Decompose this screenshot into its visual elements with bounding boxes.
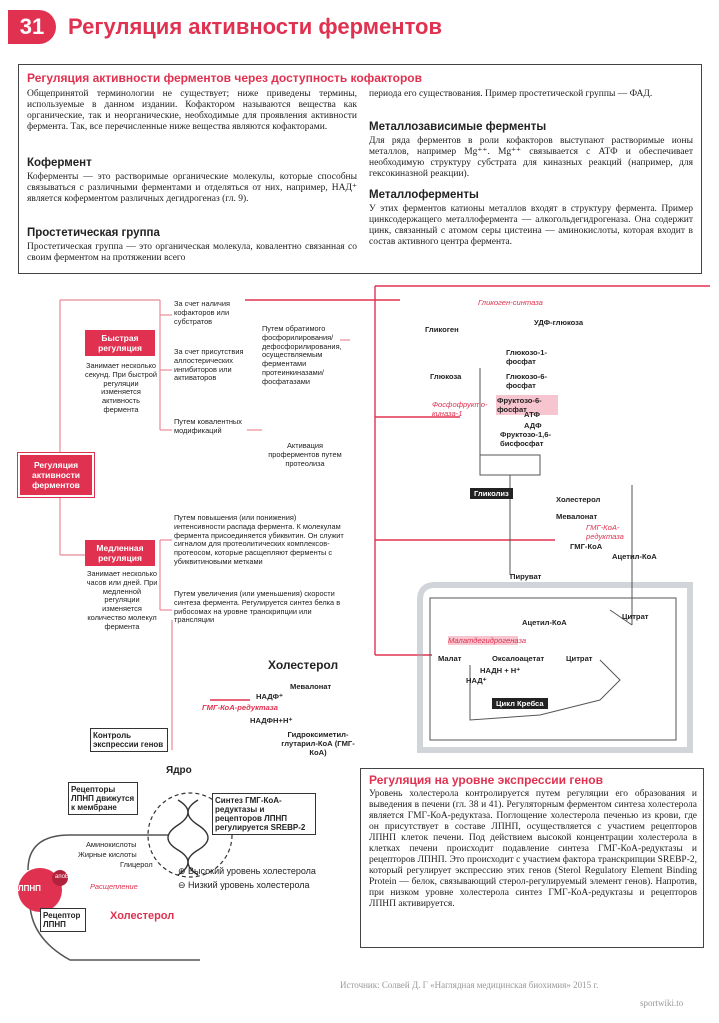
metal-dependent-heading: Металлозависимые ферменты [369, 121, 547, 133]
mdh-label: Малатдегидрогеназа [448, 636, 527, 645]
fast-branch-allosteric: За счет присутствия аллостерических инги… [174, 347, 244, 383]
citrate-label: Цитрат [566, 654, 593, 663]
nadph-label: НАДФН+Н⁺ [250, 716, 293, 725]
fast-regulation-box: Быстрая регуляция [85, 330, 155, 356]
metalloenzyme-heading: Металлоферменты [369, 189, 479, 201]
ldl-label: ЛПНП [18, 884, 41, 893]
cofactor-title: Регуляция активности ферментов через дос… [27, 71, 422, 85]
gene-expression-text: Уровень холестерола контролируется путем… [369, 789, 697, 909]
cholesterol-title: Холестерол [268, 658, 339, 672]
hmg-reductase-pathway-label: ГМГ-КоА-редуктаза [586, 523, 624, 541]
fast-branch-covalent: Путем ковалентных модификаций [174, 417, 242, 435]
fattyacids-label: Жирные кислоты [78, 850, 137, 859]
f16bp-label: Фруктозо-1,6-бисфосфат [500, 430, 552, 448]
f6p-label: Фруктозо-6-фосфат [496, 395, 558, 415]
high-cholesterol-text: Высокий уровень холестерола [188, 866, 316, 876]
citrate-label-top: Цитрат [622, 612, 649, 621]
cleavage-label: Расщепление [90, 882, 138, 891]
cholesterol-cell-label: Холестерол [110, 910, 175, 922]
chapter-number: 31 [8, 10, 56, 44]
metal-dependent-text: Для ряда ферментов в роли кофакторов выс… [369, 136, 693, 179]
ldl-receptor-box: Рецепторы ЛПНП движутся к мембране [68, 782, 138, 815]
hmg-coa-label: Гидроксиметил-глутарил-КоА (ГМГ-КоА) [281, 730, 355, 757]
nad-label: НАД⁺ [466, 676, 487, 685]
pyruvate-label: Пируват [510, 572, 542, 581]
krebs-cycle-label: Цикл Кребса [492, 698, 548, 709]
g1p-label: Глюкозо-1-фосфат [506, 348, 547, 366]
cofactor-intro: Общепринятой терминологии не существует;… [27, 89, 357, 132]
atp-label: АТФ [524, 410, 540, 419]
nucleus-label: Ядро [166, 765, 192, 776]
slow-branch-degradation: Путем повышения (или понижения) интенсив… [174, 513, 344, 566]
site-watermark: sportwiki.to [640, 998, 684, 1008]
coenzyme-heading: Кофермент [27, 157, 92, 169]
fast-branch-proteolysis: Активация проферментов путем протеолиза [268, 441, 342, 468]
gene-expression-title: Регуляция на уровне экспрессии генов [369, 773, 603, 787]
nadp-label: НАДФ⁺ [256, 692, 284, 701]
gene-expression-section: Регуляция на уровне экспрессии генов Уро… [360, 768, 704, 948]
prosthetic-text-cont: периода его существования. Пример просте… [369, 89, 653, 99]
coenzyme-text: Коферменты — это растворимые органически… [27, 172, 357, 204]
slow-branch-synthesis: Путем увеличения (или уменьшения) скорос… [174, 589, 341, 625]
glycogen-synthase-label: Гликоген-синтаза [478, 298, 543, 307]
hmg-reductase-label: ГМГ-КоА-редуктаза [202, 703, 279, 712]
acetyl-coa-label: Ацетил-КоА [522, 618, 567, 627]
adp-label: АДФ [524, 421, 542, 430]
aminoacids-label: Аминокислоты [86, 840, 137, 849]
slow-regulation-box: Медленная регуляция [85, 540, 155, 566]
acetyl-coa-label-top: Ацетил-КоА [612, 552, 657, 561]
oxaloacetate-label: Оксалоацетат [492, 654, 545, 663]
regulation-main-box: Регуляция активности ферментов [17, 452, 95, 498]
prosthetic-text: Простетическая группа — это органическая… [27, 242, 357, 263]
source-citation: Источник: Солвей Д. Г «Наглядная медицин… [340, 980, 599, 990]
fast-regulation-note: Занимает несколько секунд. При быстрой р… [85, 361, 157, 414]
gene-control-box: Контроль экспрессии генов [90, 728, 168, 752]
mevalonate-pathway-label: Мевалонат [556, 512, 598, 521]
hmg-coa-pathway-label: ГМГ-КоА [570, 542, 603, 551]
page-title: Регуляция активности ферментов [68, 14, 443, 39]
g6p-label: Глюкозо-6-фосфат [506, 372, 547, 390]
nadh-label: НАДН + Н⁺ [480, 666, 521, 675]
srebp-box: Синтез ГМГ-КоА-редуктазы и рецепторов ЛП… [212, 793, 316, 835]
malate-label: Малат [438, 654, 462, 663]
glycolysis-label: Гликолиз [470, 488, 513, 499]
fast-branch-cofactors: За счет наличия кофакторов или субстрато… [174, 299, 231, 326]
metalloenzyme-text: У этих ферментов катионы металлов входят… [369, 204, 693, 247]
glycerol-label: Глицерол [120, 860, 153, 869]
pfk-label: Фосфофрукто-киназа-1 [432, 400, 488, 418]
mevalonate-label: Мевалонат [290, 682, 332, 691]
prosthetic-heading: Простетическая группа [27, 227, 160, 239]
cholesterol-pathway-label: Холестерол [556, 495, 601, 504]
glycogen-label: Гликоген [425, 325, 459, 334]
apob-label: апоВ [55, 874, 69, 880]
glucose-label: Глюкоза [430, 372, 462, 381]
fast-branch-phosphorylation: Путем обратимого фосфорилирования/дефосф… [262, 324, 342, 386]
udp-glucose-label: УДФ-глюкоза [534, 318, 584, 327]
ldl-receptor-label: Рецептор ЛПНП [40, 908, 86, 932]
slow-regulation-note: Занимает несколько часов или дней. При м… [86, 569, 158, 631]
high-cholesterol-legend: ⊕ Высокий уровень холестерола [178, 866, 316, 876]
low-cholesterol-text: Низкий уровень холестерола [188, 880, 310, 890]
low-cholesterol-legend: ⊖ Низкий уровень холестерола [178, 880, 310, 890]
cofactor-section: Регуляция активности ферментов через дос… [18, 64, 702, 274]
